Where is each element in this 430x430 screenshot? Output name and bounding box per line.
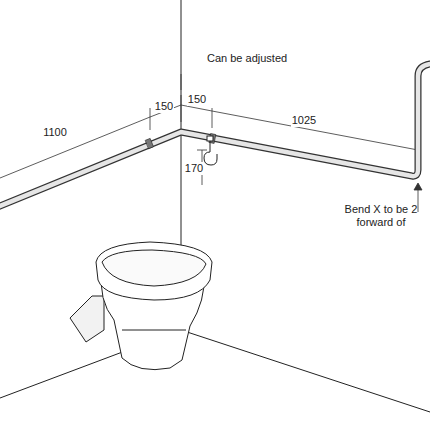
dimension-text: 150 xyxy=(154,100,174,113)
extension-line xyxy=(197,150,207,151)
rail-collar xyxy=(145,138,153,148)
trap-collar xyxy=(207,136,213,141)
note-text: Can be adjusted xyxy=(206,52,288,65)
dimension-line xyxy=(0,117,150,178)
bowl-edge xyxy=(122,330,186,331)
dimension-text: 150 xyxy=(187,93,207,106)
room xyxy=(0,0,430,412)
leader-line xyxy=(181,74,182,90)
trap xyxy=(204,140,217,165)
extension-line xyxy=(150,108,151,130)
seat xyxy=(96,242,212,300)
rail-body xyxy=(0,64,430,208)
note-text: Bend X to be 2 forward of xyxy=(334,203,428,229)
arrow-head xyxy=(414,183,422,190)
rail-outline xyxy=(0,64,430,208)
grab-rail xyxy=(0,64,430,208)
dimension-line xyxy=(181,105,212,111)
dimension-text: 170 xyxy=(184,162,204,175)
soil-pipe xyxy=(70,296,104,342)
floor-edge xyxy=(181,330,430,412)
toilet xyxy=(70,242,212,370)
lid xyxy=(102,250,206,286)
dimension-text: 1100 xyxy=(42,126,68,139)
pipe-trap xyxy=(204,136,217,165)
extension-line xyxy=(181,95,182,122)
dimension-lines xyxy=(0,74,422,212)
dimension-text: 1025 xyxy=(291,114,317,127)
